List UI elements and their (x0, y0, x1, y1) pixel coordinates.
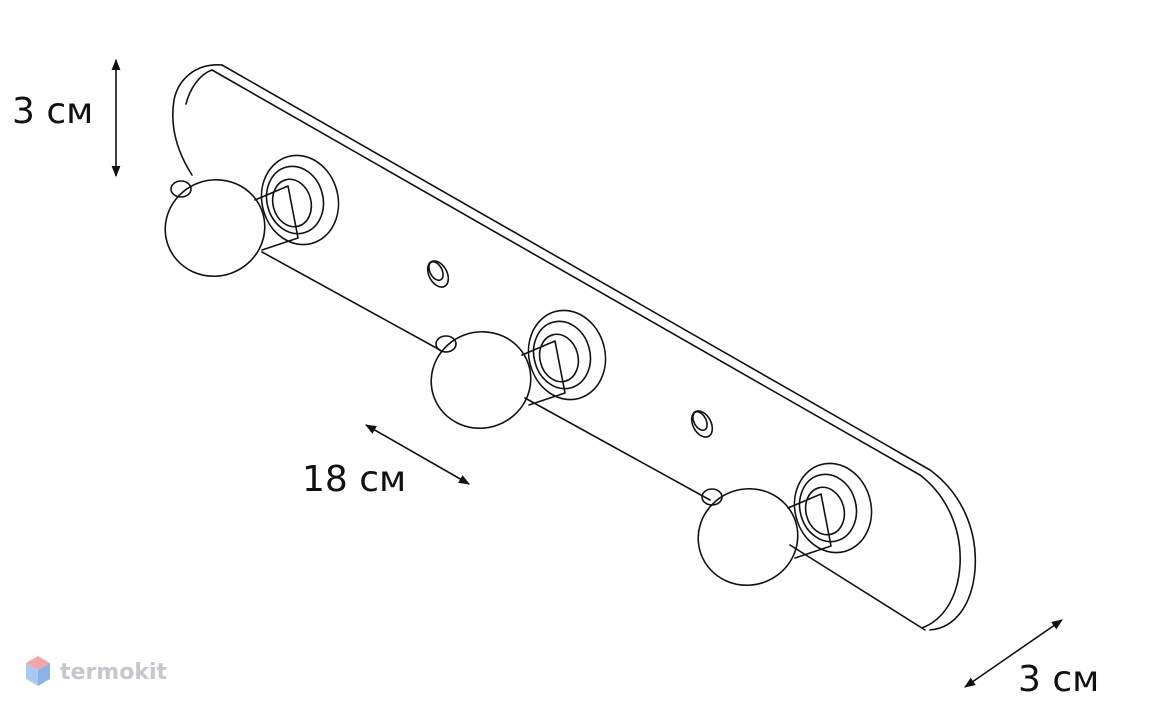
hook-2 (430, 309, 607, 430)
termokit-brand-text: termokit (60, 659, 168, 685)
length-dimension-label: 18 см (302, 459, 407, 500)
hook-3 (697, 462, 873, 587)
height-dimension-label: 3 см (12, 91, 94, 132)
depth-arrow (964, 619, 1063, 688)
termokit-watermark: termokit (24, 654, 167, 690)
mounting-hole-1 (426, 260, 450, 288)
hook-1 (164, 154, 340, 278)
mounting-plate (172, 64, 977, 631)
mounting-hole-2 (690, 410, 714, 438)
depth-dimension-label: 3 см (1018, 659, 1100, 700)
length-arrow (365, 424, 470, 485)
termokit-logo-icon (26, 656, 50, 686)
